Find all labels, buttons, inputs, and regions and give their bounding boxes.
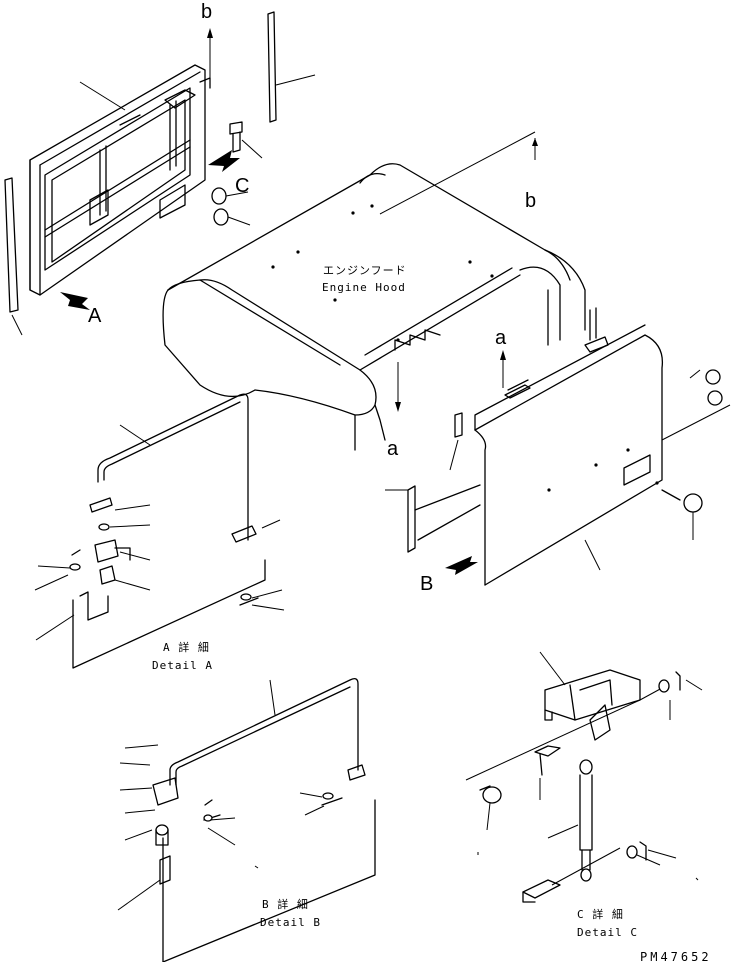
bolt-set-c: C	[208, 121, 263, 226]
detail-b: B 詳 細 Detail B	[117, 678, 376, 963]
hood-label-jp: エンジンフード	[323, 264, 407, 277]
callout-b: B	[420, 573, 433, 595]
detail-b-title-en: Detail B	[260, 916, 321, 929]
hood-label-en: Engine Hood	[322, 281, 406, 294]
callout-b-right: b	[525, 190, 536, 212]
arrow-a: A	[60, 292, 102, 327]
left-side-panel: b	[4, 1, 213, 336]
arrow-a-left: a	[387, 362, 401, 460]
callout-c: C	[235, 175, 249, 197]
callout-a-top: a	[495, 327, 507, 349]
drawing-number: PM47652	[640, 950, 712, 962]
leader-b-right: b	[379, 131, 538, 215]
callout-a-left: a	[387, 438, 399, 460]
detail-b-title-jp: B 詳 細	[262, 897, 309, 911]
detail-a: A 詳 細 Detail A	[34, 393, 285, 672]
detail-a-title-jp: A 詳 細	[163, 640, 210, 654]
engine-hood: エンジンフード Engine Hood	[162, 163, 586, 451]
detail-c: C 詳 細 Detail C	[254, 651, 703, 939]
side-strip-top	[267, 11, 316, 123]
right-side-door: a B	[385, 307, 731, 595]
detail-c-title-en: Detail C	[577, 926, 638, 939]
detail-a-title-en: Detail A	[152, 659, 213, 672]
detail-c-title-jp: C 詳 細	[577, 907, 624, 921]
callout-a: A	[88, 305, 102, 327]
callout-b-top: b	[201, 1, 212, 23]
